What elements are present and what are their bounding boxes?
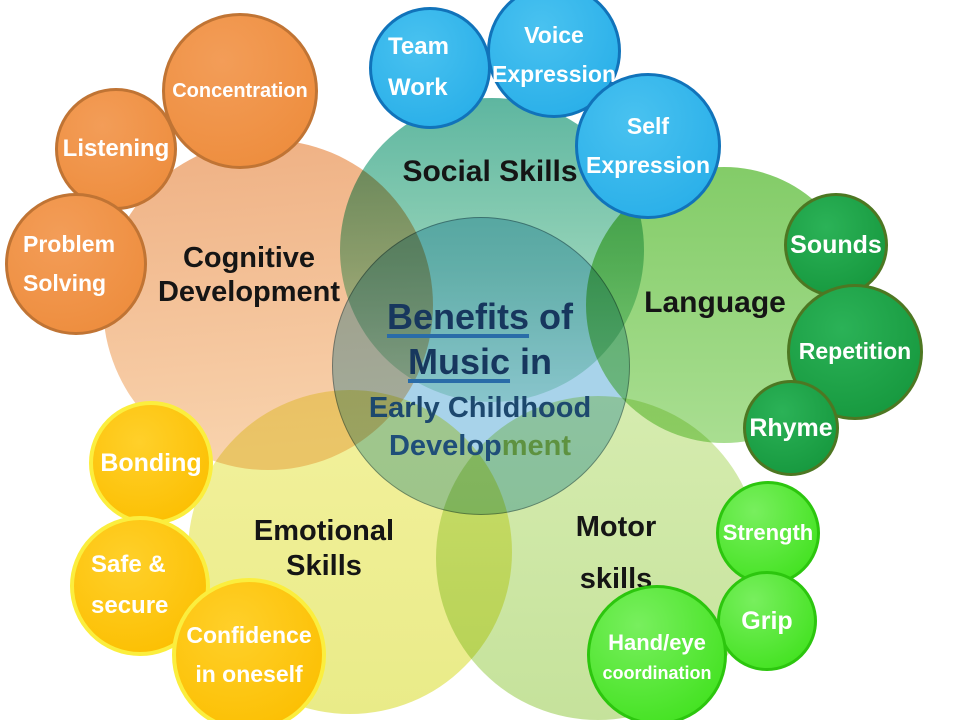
title-line-1: Benefits of: [330, 294, 630, 339]
satellite-label-line: Expression: [586, 152, 710, 178]
label-line: Development: [157, 276, 341, 309]
label-line: Skills: [286, 549, 362, 582]
label-line: Social Skills: [402, 155, 578, 188]
label-cognitive-development: Cognitive Development: [99, 241, 399, 309]
label-line: Emotional: [253, 515, 395, 547]
center-title: Benefits of Music in Early Childhood Dev…: [330, 294, 630, 466]
satellite-label: Strength: [722, 520, 814, 546]
satellite-self-expression: Self Expression: [575, 73, 721, 219]
satellite-label: Concentration: [172, 80, 308, 102]
satellite-listening: Listening: [55, 88, 177, 210]
satellite-label-line: Solving: [23, 270, 107, 296]
satellite-label-line: Hand/eye: [608, 629, 706, 655]
satellite-label: Bonding: [100, 448, 202, 477]
satellite-sounds: Sounds: [784, 193, 888, 297]
title-development-part1: Develop: [388, 430, 502, 463]
title-word-benefits: Benefits: [386, 296, 530, 337]
title-line-2: Music in: [330, 339, 630, 384]
satellite-label-line: Self: [626, 112, 670, 139]
label-language: Language: [615, 285, 815, 320]
satellite-label-line: in oneself: [195, 661, 303, 687]
satellite-label-line: secure: [91, 592, 169, 619]
satellite-label: Repetition: [798, 338, 912, 365]
title-development-part2: ment: [501, 430, 572, 463]
satellite-problem-solving: Problem Solving: [5, 193, 147, 335]
label-line: Cognitive: [182, 242, 316, 274]
satellite-label: Rhyme: [749, 413, 833, 442]
satellite-bonding: Bonding: [89, 401, 213, 525]
satellite-label: Grip: [741, 606, 793, 635]
satellite-confidence-in-oneself: Confidence in oneself: [172, 578, 326, 720]
satellite-label-line: Work: [388, 74, 448, 101]
satellite-concentration: Concentration: [162, 13, 318, 169]
satellite-label-line: Team: [388, 33, 449, 61]
satellite-label-line: Safe &: [91, 551, 166, 579]
satellite-label: Sounds: [790, 230, 882, 259]
satellite-label-line: Voice: [524, 21, 584, 48]
satellite-label: Listening: [62, 134, 170, 162]
label-social-skills: Social Skills: [360, 154, 620, 189]
satellite-label-line: coordination: [602, 663, 712, 684]
title-word-of: of: [529, 296, 573, 337]
satellite-label-line: Problem: [23, 230, 116, 257]
satellite-team-work: Team Work: [369, 7, 491, 129]
label-emotional-skills: Emotional Skills: [204, 514, 444, 584]
label-line: Language: [644, 286, 786, 319]
label-motor-skills: Motor skills: [516, 502, 716, 605]
label-line: Motor: [575, 511, 657, 543]
title-word-music: Music: [407, 341, 511, 382]
satellite-hand-eye-coordination: Hand/eye coordination: [587, 585, 727, 720]
title-word-in: in: [510, 341, 553, 382]
title-line-4: Development: [330, 427, 630, 465]
satellite-label-line: Confidence: [186, 621, 312, 648]
satellite-strength: Strength: [716, 481, 820, 585]
title-line-3: Early Childhood: [368, 392, 592, 424]
satellite-label-line: Expression: [492, 61, 616, 87]
center-circle: [332, 217, 630, 515]
satellite-rhyme: Rhyme: [743, 380, 839, 476]
satellite-grip: Grip: [717, 571, 817, 671]
